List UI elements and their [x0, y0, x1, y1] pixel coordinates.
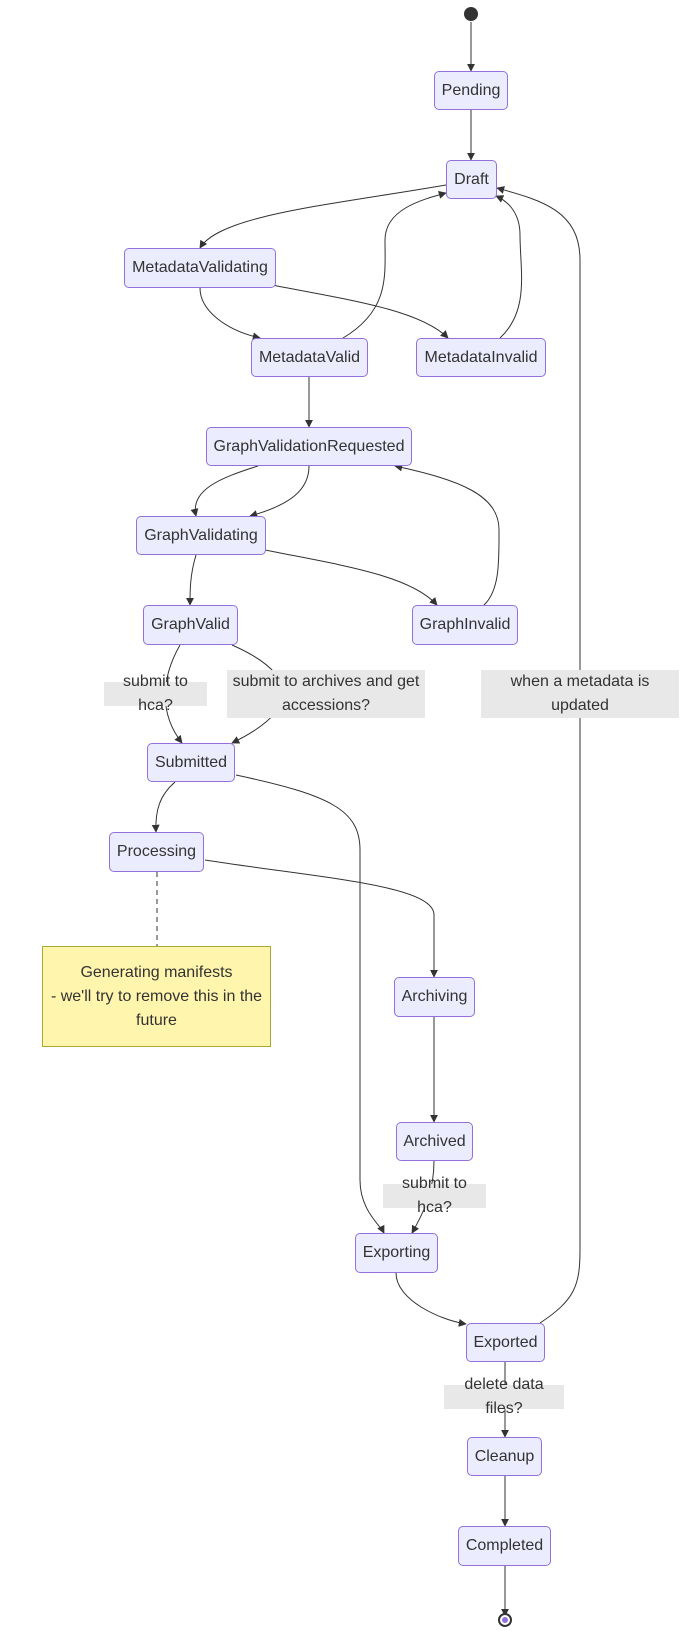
state-exported: Exported	[466, 1323, 545, 1362]
state-submitted: Submitted	[147, 743, 235, 782]
edge-label-submit-to-hca: submit to hca?	[104, 673, 207, 714]
state-pending: Pending	[434, 71, 508, 110]
edge-graphvalidationrequested-graphvalidating-a	[190, 465, 259, 517]
edge-label-delete-data-files: delete data files?	[444, 1376, 564, 1417]
state-metadata-valid: MetadataValid	[251, 338, 368, 377]
state-archiving: Archiving	[394, 977, 475, 1017]
edge-graphvalidationrequested-graphvalidating-b	[249, 465, 310, 518]
state-cleanup: Cleanup	[467, 1437, 542, 1476]
state-exporting: Exporting	[355, 1233, 438, 1273]
state-graph-valid: GraphValid	[143, 605, 238, 645]
state-graph-validating: GraphValidating	[136, 516, 266, 555]
edge-metadatavalidating-metadatavalid	[199, 287, 261, 341]
edge-draft-metadatavalidating	[199, 184, 447, 249]
edge-submitted-exporting	[235, 774, 385, 1234]
edge-graphvalidating-graphinvalid	[264, 549, 438, 606]
edge-metadatavalid-draft	[342, 191, 447, 339]
end-state-dot	[502, 1617, 508, 1623]
edge-graphvalidating-graphvalid	[186, 554, 197, 606]
edge-processing-archiving	[204, 859, 438, 978]
state-completed: Completed	[458, 1526, 551, 1566]
end-state-marker	[498, 1613, 512, 1627]
state-archived: Archived	[396, 1122, 473, 1161]
edge-graphinvalid-graphvalidationrequested	[394, 463, 500, 606]
state-metadata-invalid: MetadataInvalid	[416, 338, 546, 377]
edge-metadatavalidating-metadatainvalid	[271, 284, 449, 339]
state-processing: Processing	[109, 832, 204, 872]
edge-exported-draft	[496, 186, 581, 1324]
edge-submitted-processing	[151, 781, 176, 833]
edge-metadatainvalid-draft	[495, 195, 523, 339]
state-graph-invalid: GraphInvalid	[412, 605, 518, 645]
state-metadata-validating: MetadataValidating	[124, 248, 276, 288]
start-state-marker	[464, 7, 478, 21]
edge-exporting-exported	[395, 1272, 467, 1327]
edge-label-submit-to-archives: submit to archives and get accessions?	[227, 670, 425, 718]
state-graph-validation-requested: GraphValidationRequested	[206, 427, 412, 466]
edge-label-when-metadata-updated: when a metadata is updated	[481, 670, 679, 718]
state-draft: Draft	[446, 160, 497, 199]
edge-label-archived-submit-to-hca: submit to hca?	[383, 1175, 486, 1216]
note-generating-manifests: Generating manifests - we'll try to remo…	[42, 946, 271, 1047]
